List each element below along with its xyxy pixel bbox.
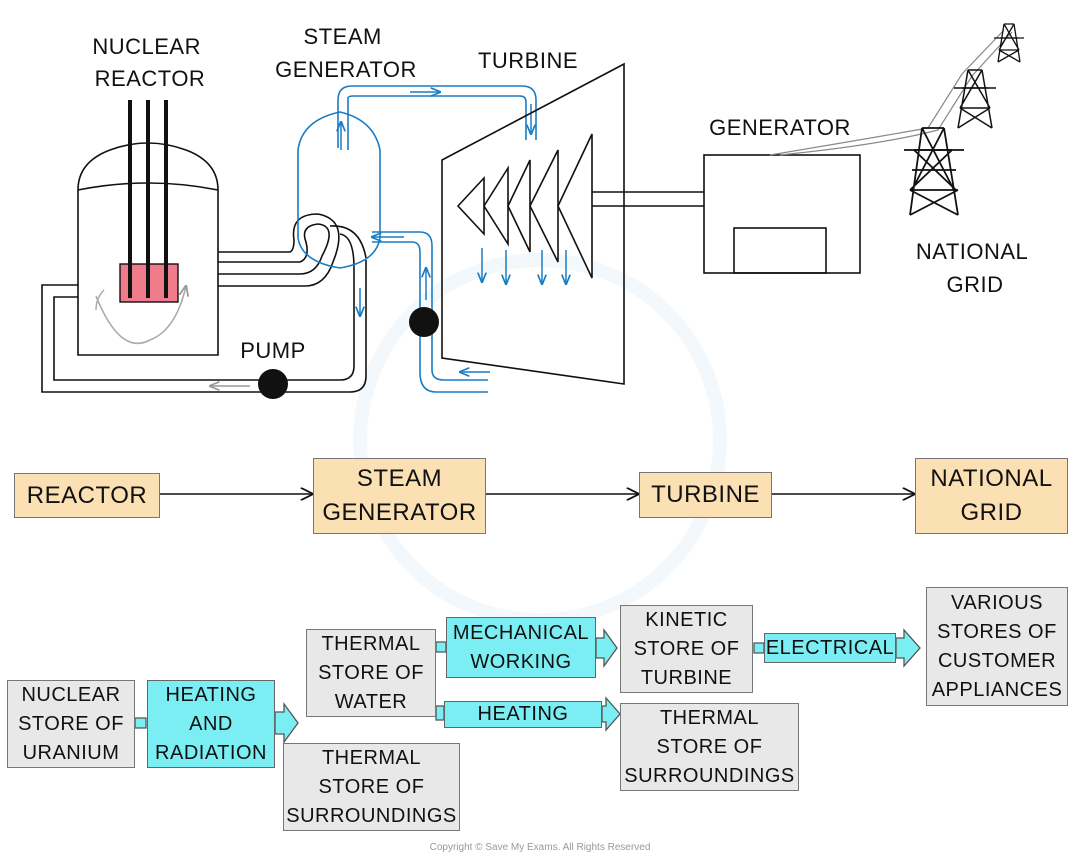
- store-customer-appliances: VARIOUS STORES OF CUSTOMER APPLIANCES: [926, 587, 1068, 706]
- pylon-icon: [954, 69, 996, 129]
- label-nuclear-reactor: NUCLEAR REACTOR: [92, 34, 207, 91]
- pylon-icon: [994, 23, 1024, 63]
- store-thermal-water: THERMAL STORE OF WATER: [306, 629, 436, 717]
- label-steam-generator: STEAM GENERATOR: [275, 24, 417, 82]
- transfer-heating-radiation: HEATING AND RADIATION: [147, 680, 275, 768]
- generator-unit: [703, 154, 861, 274]
- label-generator: GENERATOR: [709, 115, 851, 140]
- pump-icon: [258, 369, 288, 399]
- reactor-vessel: [77, 100, 219, 356]
- store-nuclear-uranium: NUCLEAR STORE OF URANIUM: [7, 680, 135, 768]
- store-thermal-surroundings-2: THERMAL STORE OF SURROUNDINGS: [620, 703, 799, 791]
- steam-exhaust-arrows: [482, 248, 566, 284]
- transfer-heating: HEATING: [444, 701, 602, 728]
- transfer-electrical: ELECTRICAL: [764, 633, 896, 663]
- copyright-notice: Copyright © Save My Exams. All Rights Re…: [429, 842, 651, 853]
- flow-box-reactor: REACTOR: [14, 473, 160, 518]
- convection-arrow: [95, 286, 186, 345]
- primary-coolant-loop: [41, 213, 367, 393]
- pylon-icon: [904, 127, 964, 216]
- flow-box-turbine: TURBINE: [639, 472, 772, 518]
- store-kinetic-turbine: KINETIC STORE OF TURBINE: [620, 605, 753, 693]
- label-national-grid: NATIONAL GRID: [916, 239, 1034, 297]
- steam-generator-vessel: [297, 111, 381, 269]
- turbine-blades: [456, 133, 593, 279]
- store-thermal-surroundings-1: THERMAL STORE OF SURROUNDINGS: [283, 743, 460, 831]
- flow-box-steam-generator: STEAM GENERATOR: [313, 458, 486, 534]
- label-turbine: TURBINE: [478, 48, 578, 73]
- feedwater-pump-icon: [409, 307, 439, 337]
- flow-box-national-grid: NATIONAL GRID: [915, 458, 1068, 534]
- transfer-mechanical-working: MECHANICAL WORKING: [446, 617, 596, 678]
- label-pump: PUMP: [240, 338, 306, 363]
- turbine-housing: [441, 62, 625, 385]
